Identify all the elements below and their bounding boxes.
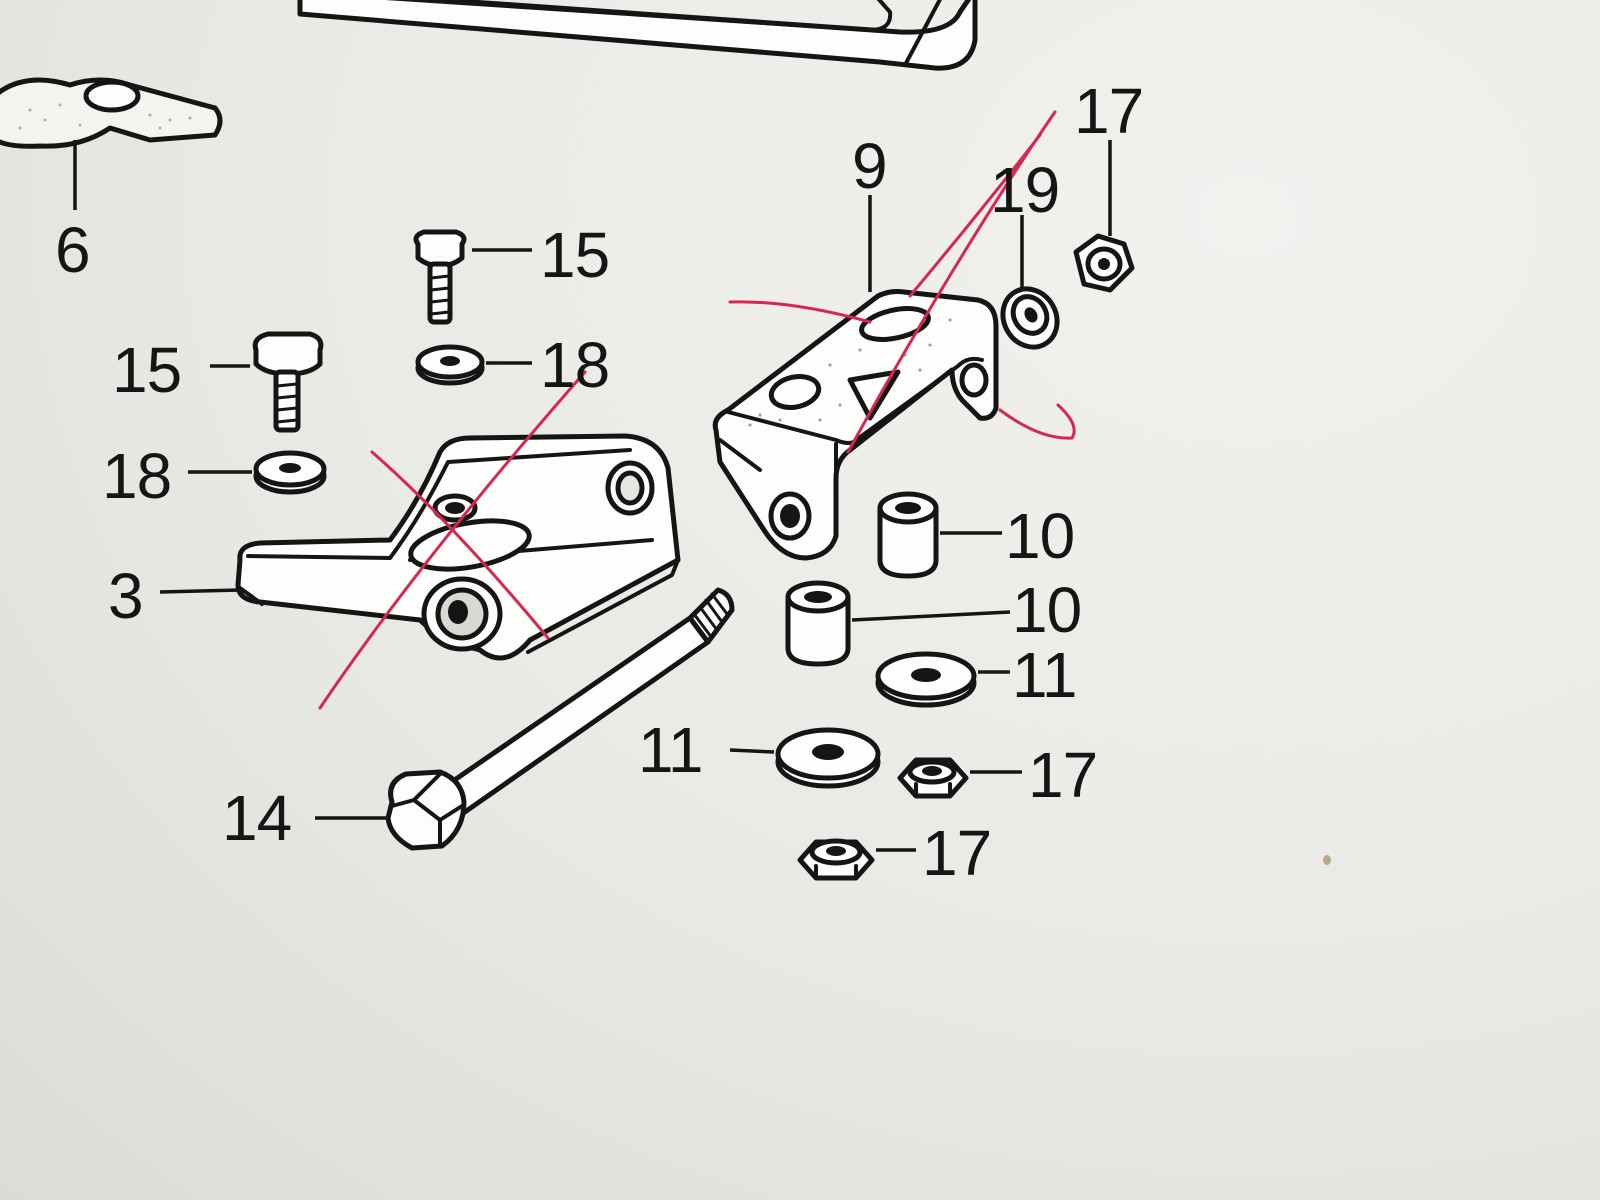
washer-18-upper [415,344,485,386]
callout-18-lower: 18 [102,440,171,512]
washer-11-right [875,651,977,708]
callout-15-lower: 15 [112,334,181,406]
callout-9: 9 [852,130,887,202]
callout-10-lower: 10 [1012,574,1081,646]
part-9-bracket [712,289,999,561]
callout-18-upper: 18 [540,329,609,401]
part-17-nut-top [1073,233,1135,293]
callout-17-bottom: 17 [922,817,991,889]
bolt-15-lower [252,331,324,433]
leader-10-lower [851,610,1011,622]
bolt-15-upper [413,229,467,325]
callout-14: 14 [222,782,291,854]
callout-3: 3 [108,560,143,632]
callout-15-upper: 15 [540,219,609,291]
spacer-10-lower [785,580,851,667]
part-14-long-bolt [385,587,735,851]
washer-18-lower [253,450,327,495]
callout-6: 6 [55,214,90,286]
part-19-bushing [1000,286,1060,350]
nut-17-bottom [797,838,875,881]
part-6-clip [0,77,223,149]
callout-11-right: 11 [1012,639,1076,711]
red-pen-crossout-marks [318,110,1076,710]
callout-10-upper: 10 [1005,500,1074,572]
callout-11-left: 11 [638,714,702,786]
spacer-10-upper [877,491,939,579]
leader-11-left [729,748,775,754]
callout-19: 19 [990,154,1059,226]
nut-17-middle [897,757,969,799]
part-3-mounting-bracket [235,433,681,661]
callout-labels: 6 15 15 18 18 3 14 9 19 17 10 10 11 11 1… [55,75,1144,889]
callout-17-top: 17 [1074,75,1143,147]
washer-11-left [775,727,881,789]
top-bracket-part [297,0,978,71]
paper-speck [1323,855,1331,865]
leader-3 [159,588,241,594]
callout-17-middle: 17 [1028,739,1097,811]
